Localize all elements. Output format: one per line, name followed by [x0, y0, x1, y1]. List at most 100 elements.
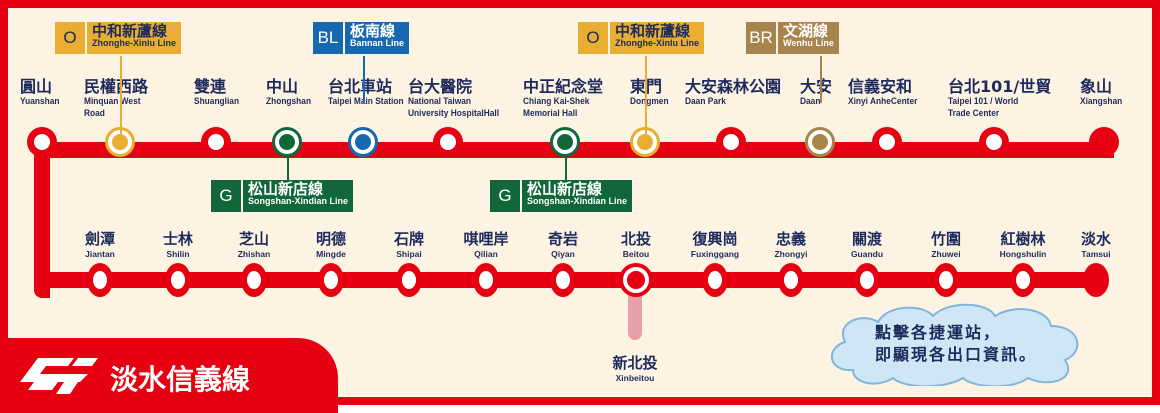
station-national-taiwan-university-hospitalhall[interactable]	[433, 127, 463, 157]
station-name-en: Guandu	[850, 249, 884, 259]
station-mingde[interactable]	[318, 263, 344, 297]
line-name-zh: 中和新蘆線	[92, 22, 168, 40]
station-name-en: Qilian	[474, 249, 498, 259]
station-qiyan[interactable]	[550, 263, 576, 297]
connector-line	[287, 158, 289, 180]
line-code: O	[578, 22, 608, 54]
station-daan-park[interactable]	[716, 127, 746, 157]
station-daan[interactable]	[805, 127, 835, 157]
station-name-en: Dongmen	[630, 96, 669, 107]
station-shilin[interactable]	[165, 263, 191, 297]
station-zhishan[interactable]	[241, 263, 267, 297]
line-name-en: Bannan Line	[350, 38, 405, 48]
station-dot	[986, 134, 1002, 150]
line-name-en: Zhonghe-Xinlu Line	[92, 38, 176, 48]
station-name-en: Taipei 101 / World Trade Center	[948, 96, 1019, 119]
station-name-en: Zhuwei	[931, 249, 961, 259]
station-yuanshan[interactable]	[27, 127, 57, 157]
station-taipei-101-world-trade-center[interactable]	[979, 127, 1009, 157]
station-beitou[interactable]	[619, 263, 653, 297]
line-name-zh: 松山新店線	[248, 180, 324, 198]
station-qilian[interactable]	[473, 263, 499, 297]
station-xiangshan[interactable]	[1089, 127, 1119, 157]
station-name-zh: 大安	[800, 77, 833, 96]
station-guandu[interactable]	[854, 263, 880, 297]
station-zhuwei[interactable]	[933, 263, 959, 297]
station-dot	[556, 271, 570, 289]
line-title-tab: 淡水信義線	[0, 338, 338, 413]
station-dot	[557, 134, 573, 150]
station-hongshulin[interactable]	[1010, 263, 1036, 297]
station-name-en: Beitou	[622, 249, 650, 259]
hint-cloud[interactable]: 點擊各捷運站，即顯現各出口資訊。	[823, 300, 1088, 388]
line-code: O	[55, 22, 85, 54]
station-zhongyi[interactable]	[778, 263, 804, 297]
station-shipai[interactable]	[396, 263, 422, 297]
branch-line-xinbeitou	[628, 290, 642, 340]
station-tamsui[interactable]	[1083, 263, 1109, 297]
station-dot	[939, 271, 953, 289]
station-name-zh: 淡水	[1080, 230, 1112, 248]
station-name-zh: 芝山	[238, 230, 269, 248]
station-name-zh: 忠義	[775, 230, 806, 248]
station-dot	[34, 134, 50, 150]
station-dot	[623, 267, 649, 293]
station-dot	[784, 271, 798, 289]
station-name-en: National Taiwan University HospitalHall	[408, 96, 500, 119]
station-fuxinggang[interactable]	[702, 263, 728, 297]
station-name-zh: 士林	[162, 230, 194, 248]
metro-logo-icon	[20, 358, 98, 394]
hint-line-2: 即顯現各出口資訊。	[875, 345, 1038, 364]
station-shuanglian[interactable]	[201, 127, 231, 157]
station-xinyi-anhecenter[interactable]	[872, 127, 902, 157]
station-name-zh: 大安森林公園	[685, 77, 782, 96]
station-jiantan[interactable]	[87, 263, 113, 297]
station-name-zh: 中正紀念堂	[523, 77, 604, 96]
station-name-zh: 信義安和	[848, 77, 913, 96]
station-dot	[1016, 271, 1030, 289]
line-vertical-segment	[34, 142, 50, 298]
station-zhongshan[interactable]	[272, 127, 302, 157]
station-taipei-main-station[interactable]	[348, 127, 378, 157]
station-name-zh: 劍潭	[84, 230, 116, 248]
station-name-zh: 新北投	[612, 354, 658, 372]
connector-line	[363, 56, 365, 103]
station-chiang-kai-shek-memorial-hall[interactable]	[550, 127, 580, 157]
station-dot	[879, 134, 895, 150]
station-dot	[279, 134, 295, 150]
